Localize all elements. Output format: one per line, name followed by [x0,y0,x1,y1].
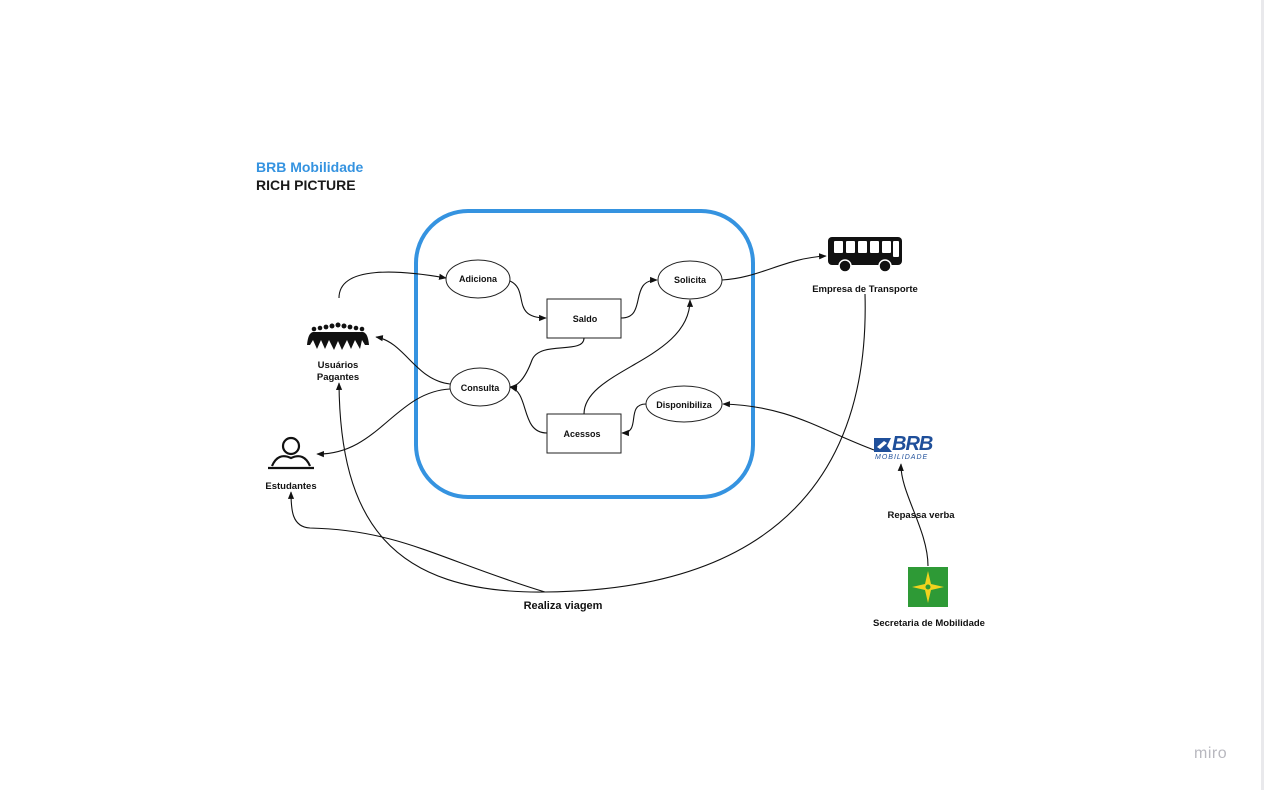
node-disponibiliza-label: Disponibiliza [656,400,712,410]
arrow-solicita-to-empresa [721,253,827,281]
arrow-brb-to-disponibiliza [722,401,875,451]
student-icon [268,436,314,470]
actor-usuarios-line2: Pagantes [316,372,360,383]
diagram-subtitle: RICH PICTURE [256,177,356,193]
arrow-secretaria-to-brb [897,463,929,567]
node-acessos-label: Acessos [563,429,601,439]
arrow-realiza-to-estudantes [287,491,546,593]
flow-repassa-label: Repassa verba [887,510,955,521]
actor-estudantes-label: Estudantes [265,481,317,492]
arrow-saldo-to-consulta [509,337,585,391]
node-saldo-label: Saldo [572,314,598,324]
bus-icon [828,237,902,273]
node-saldo-shape[interactable] [546,298,622,339]
node-solicita-label: Solicita [673,275,707,285]
arrow-consulta-to-usuarios [375,335,451,385]
brb-logo-subtext: MOBILIDADE [875,454,929,461]
node-adiciona-label: Adiciona [458,274,498,284]
arrow-disponibiliza-to-acessos [621,403,647,437]
arrow-adiciona-to-saldo [509,280,547,322]
actor-secretaria-label: Secretaria de Mobilidade [873,618,985,629]
system-boundary [414,209,755,499]
actor-usuarios-label: Usuários Pagantes [317,360,359,384]
diagram-title: BRB Mobilidade [256,159,364,175]
miro-watermark: miro [1194,745,1228,762]
actor-empresa-label: Empresa de Transporte [812,284,918,295]
crowd-icon [307,322,369,350]
arrow-consulta-to-estudantes [316,388,451,458]
arrow-saldo-to-solicita [620,276,658,319]
brb-logo-plane-icon [874,438,892,452]
arrow-usuarios-to-adiciona [338,271,447,299]
flow-realiza-label: Realiza viagem [523,600,603,612]
brb-logo-text: BRB [892,433,933,455]
flag-icon [908,567,948,607]
arrow-acessos-to-consulta [509,385,548,434]
canvas-right-edge [1261,0,1264,790]
node-consulta-label: Consulta [460,383,500,393]
arrow-acessos-to-solicita [583,299,694,415]
arrow-empresa-realiza-to-usuarios [335,293,866,593]
actor-usuarios-line1: Usuários [317,360,359,371]
